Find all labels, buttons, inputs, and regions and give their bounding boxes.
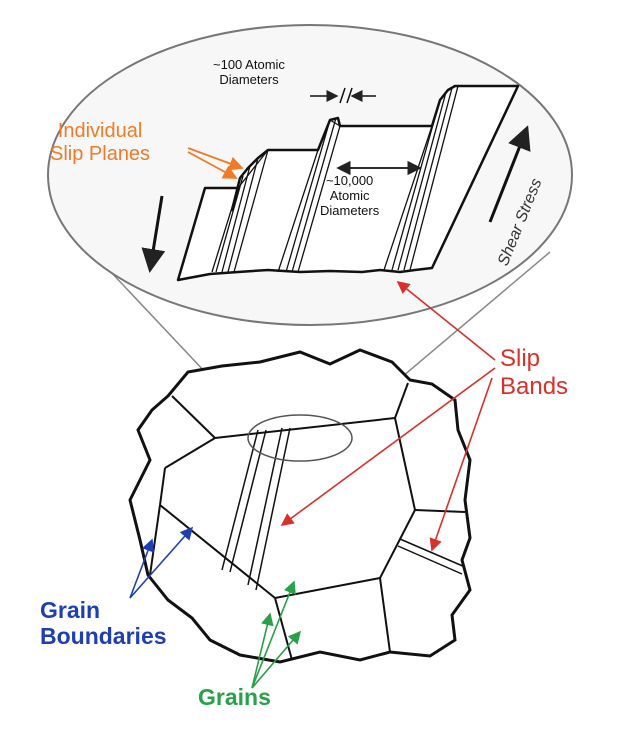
small-spacing-label: ~100 Atomic Diameters — [213, 57, 285, 87]
slip-plane-lines — [211, 85, 459, 273]
slip-bands-label: Slip Bands — [500, 345, 569, 400]
shear-arrow-up — [488, 125, 531, 223]
individual-slip-planes-label: Individual Slip Planes — [50, 120, 151, 165]
shear-arrow-down — [141, 195, 166, 273]
large-spacing-label: ~10,000 Atomic Diameters — [320, 173, 380, 218]
grains-arrows — [251, 580, 302, 689]
grain-boundaries-label: Grain Boundaries — [40, 597, 167, 650]
zoom-source-ellipse — [247, 414, 353, 462]
slip-steps — [176, 84, 520, 282]
polycrystal-outline — [128, 348, 472, 664]
grains-label: Grains — [198, 684, 271, 710]
grain-slip-bands — [221, 427, 466, 591]
grain-boundaries-arrows — [129, 526, 194, 599]
small-spacing-marker — [310, 87, 376, 104]
individual-slip-planes-arrows — [187, 147, 244, 179]
slip-bands-arrows — [280, 280, 496, 552]
